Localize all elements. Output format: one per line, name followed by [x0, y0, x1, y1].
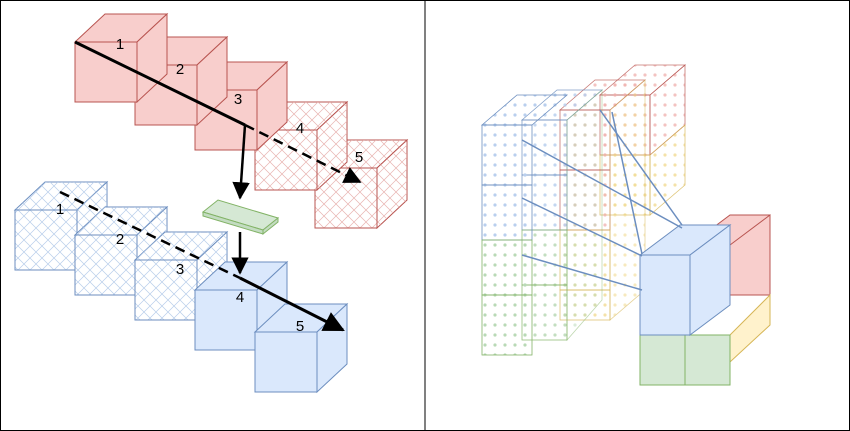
top-label-5: 5	[355, 149, 363, 166]
top-solid-path	[74, 40, 246, 127]
projection-lines	[521, 109, 683, 291]
top-label-2: 2	[176, 61, 184, 78]
right-panel	[480, 64, 771, 386]
dotted-stack-front	[480, 94, 569, 356]
solid-block-yellow	[729, 293, 771, 364]
dotted-stack-second	[520, 89, 604, 342]
bottom-solid-arrow	[239, 276, 345, 332]
bottom-label-1: 1	[56, 201, 64, 218]
solid-block-blue	[638, 224, 732, 336]
left-panel: 1 2 3 4 5	[13, 12, 409, 394]
top-label-1: 1	[116, 36, 124, 53]
processing-slab	[201, 199, 280, 236]
bottom-dashed-path	[59, 190, 241, 280]
bottom-label-3: 3	[176, 261, 184, 278]
arrow-to-slab	[232, 124, 250, 200]
top-label-3: 3	[234, 91, 242, 108]
bottom-label-5: 5	[296, 318, 304, 335]
bottom-label-2: 2	[116, 231, 124, 248]
top-dashed-arrow	[244, 123, 362, 184]
bottom-label-4: 4	[236, 289, 244, 306]
solid-block-green	[639, 334, 731, 386]
top-cube-1	[73, 12, 169, 104]
top-label-4: 4	[296, 120, 304, 137]
